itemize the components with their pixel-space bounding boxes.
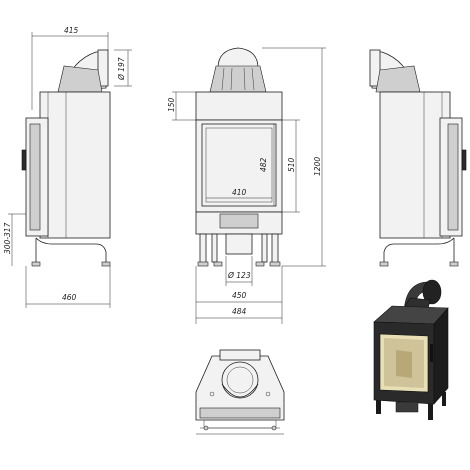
dim-1200: 1200 <box>313 157 322 176</box>
right-body <box>379 91 451 239</box>
front-flue-collar <box>209 65 267 93</box>
fireplace-render <box>373 279 449 420</box>
right-legs <box>383 237 455 262</box>
render-leg-back <box>442 392 446 406</box>
dim-460: 460 <box>62 293 77 302</box>
front-view: 150 482 510 1200 410 Ø 123 450 484 <box>167 47 326 324</box>
render-leg-left <box>376 400 381 414</box>
front-air-intake <box>225 233 253 255</box>
left-body <box>39 91 111 239</box>
plan-front-rail <box>199 407 281 419</box>
dim-482: 482 <box>259 157 268 172</box>
front-flue-dome <box>217 47 259 69</box>
front-leg-right <box>271 233 279 265</box>
render-side <box>433 307 449 405</box>
left-door-glass <box>29 123 41 231</box>
dim-air-123: Ø 123 <box>227 271 251 280</box>
front-glass <box>201 123 277 207</box>
dim-484: 484 <box>232 307 247 316</box>
dim-flue-197: Ø 197 <box>117 57 126 81</box>
left-flue-collar <box>57 65 103 93</box>
right-side-view <box>369 49 467 267</box>
dim-150: 150 <box>167 97 176 112</box>
dim-510: 510 <box>287 157 296 172</box>
right-door-glass <box>447 123 459 231</box>
front-top-panel <box>195 91 283 121</box>
plan-flue-circle <box>221 361 259 399</box>
front-leg-left <box>199 233 207 265</box>
render-handle <box>430 344 433 362</box>
render-flue-opening <box>422 279 442 305</box>
left-foot-rear <box>101 261 111 267</box>
right-flue-collar <box>375 65 421 93</box>
left-flue-outlet <box>97 49 109 87</box>
dim-410: 410 <box>232 188 247 197</box>
left-door-handle <box>21 149 27 171</box>
left-legs <box>35 237 107 262</box>
dim-300-317: 300-317 <box>3 222 12 254</box>
front-ash-door <box>219 213 259 229</box>
right-flue-outlet <box>369 49 381 87</box>
dim-450: 450 <box>232 291 247 300</box>
render-leg-right <box>428 404 433 420</box>
left-side-view: 415 Ø 197 300-317 460 <box>3 26 132 308</box>
dim-415: 415 <box>64 26 79 35</box>
right-door-handle <box>461 149 467 171</box>
plan-top-plate <box>219 349 261 361</box>
plan-view <box>195 349 285 435</box>
left-foot-front <box>31 261 41 267</box>
